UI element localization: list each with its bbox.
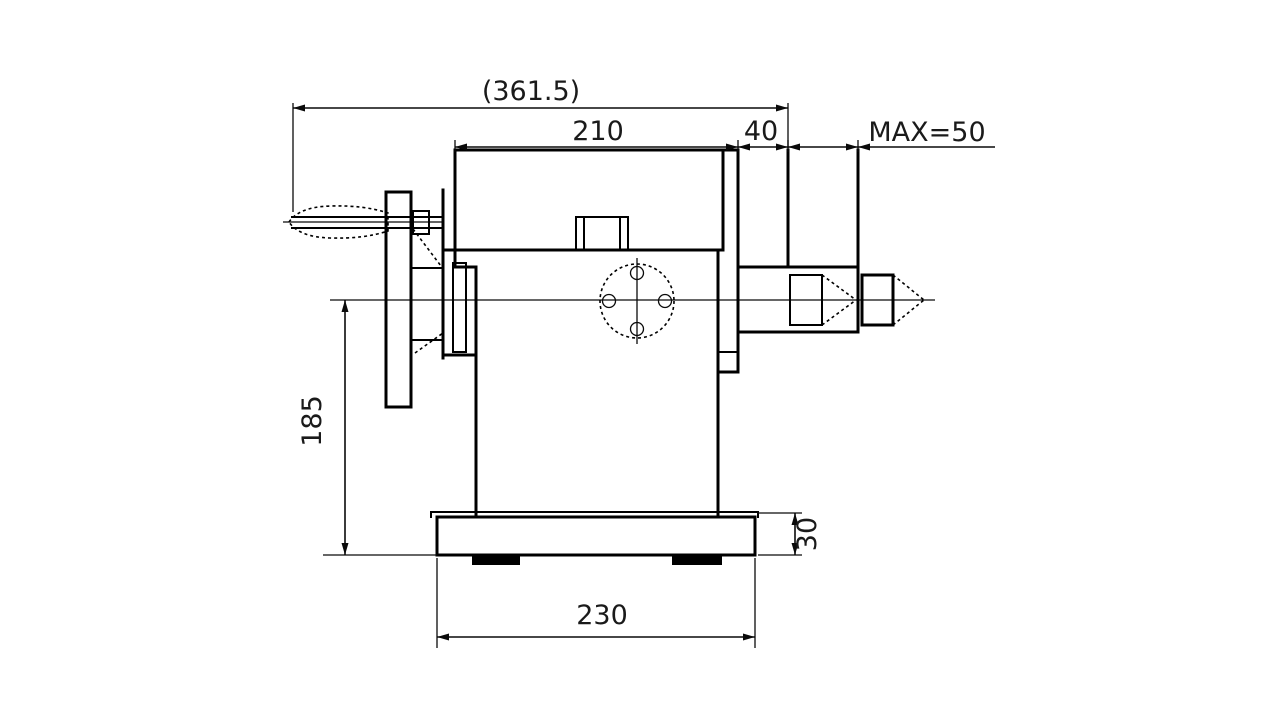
arrow-left: [293, 104, 305, 112]
center-cylinder: [860, 273, 895, 327]
arrow-up: [791, 513, 799, 525]
dim-quill-travel-label: 40: [744, 116, 778, 147]
arrow: [776, 143, 788, 151]
dim-center-height: 185: [297, 300, 437, 556]
base: [430, 511, 759, 565]
arrow: [788, 143, 800, 151]
arrow-down: [791, 543, 799, 555]
arrow: [738, 143, 750, 151]
body-outline: [441, 148, 860, 519]
taper-cone-upper: [821, 274, 857, 301]
arrow-right: [743, 633, 755, 641]
base-tenon-right: [672, 555, 722, 565]
handwheel-hole-bottom: [629, 321, 645, 337]
dim-overall-length: (361.5): [292, 76, 789, 212]
clamp-handle: [288, 205, 444, 239]
centerlines: [283, 221, 935, 344]
base-plate: [435, 515, 757, 557]
dim-max-extension-label: MAX=50: [868, 117, 985, 148]
quill-center-assembly: [789, 273, 925, 327]
handwheel-hole-top: [629, 265, 645, 281]
handwheel-hole-right: [657, 293, 673, 309]
handwheel: [575, 216, 675, 339]
dim-base-height: 30: [757, 512, 823, 556]
dim-base-length-label: 230: [576, 600, 628, 631]
bearing-boss: [452, 262, 467, 353]
dim-body-length-label: 210: [572, 116, 624, 147]
handle-grip-outline: [288, 205, 389, 239]
arrow-down: [341, 543, 349, 555]
hidden-edge-upper: [412, 228, 442, 267]
flange-plate: [384, 190, 413, 409]
dim-base-height-label: 30: [792, 517, 823, 551]
base-tenon-left: [472, 555, 520, 565]
handwheel-rim: [599, 263, 675, 339]
hidden-edge-lower: [414, 332, 444, 354]
arrow: [846, 143, 858, 151]
dim-top-chain: 210 40 MAX=50: [454, 116, 995, 152]
taper-cone-lower: [821, 299, 857, 326]
handwheel-hole-left: [601, 293, 617, 309]
arrow: [858, 143, 870, 151]
center-tip-lower: [892, 299, 925, 326]
lock-knob: [575, 216, 629, 251]
flange-clamp-assembly: [384, 188, 478, 409]
taper-sleeve: [789, 274, 823, 326]
dim-base-length: 230: [436, 558, 756, 648]
handle-nut: [412, 210, 430, 235]
center-tip-upper: [892, 274, 925, 301]
arrow-left: [437, 633, 449, 641]
arrow-right: [776, 104, 788, 112]
arrow-up: [341, 300, 349, 312]
dim-center-height-label: 185: [297, 395, 328, 447]
dim-overall-length-label: (361.5): [482, 76, 580, 107]
arrow: [455, 143, 467, 151]
arrow: [726, 143, 738, 151]
